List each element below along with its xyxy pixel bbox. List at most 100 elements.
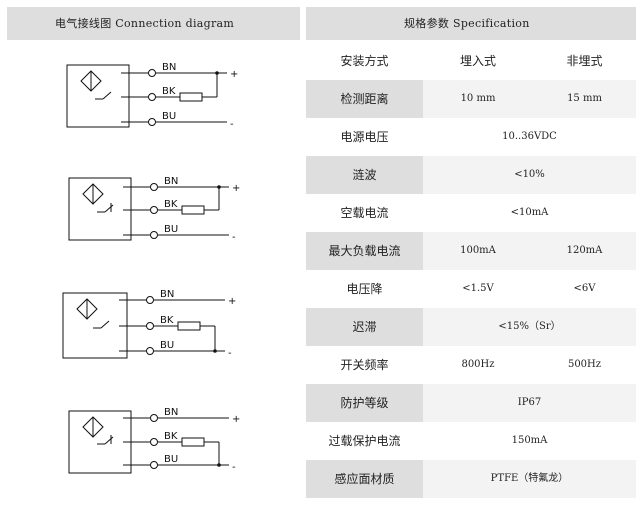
sensor-box <box>62 292 128 359</box>
spec-value: 10..36VDC <box>502 131 557 142</box>
supply-plus: + <box>232 414 240 425</box>
terminal-icon <box>150 206 158 214</box>
wire-label-bk: BK <box>160 315 174 326</box>
wire-label-bk: BK <box>162 86 176 97</box>
spec-row: 电压降 <1.5V <6V <box>306 270 636 308</box>
spec-value: 800Hz <box>461 359 495 370</box>
spec-values: 100mA 120mA <box>423 232 636 270</box>
spec-value: PTFE（特氟龙） <box>490 473 569 484</box>
spec-value: 10 mm <box>460 93 496 104</box>
spec-values: <10mA <box>423 194 636 232</box>
terminal-icon <box>150 438 158 446</box>
terminal-icon <box>150 183 158 191</box>
wire-label-bn: BN <box>164 176 178 187</box>
spec-label: 防护等级 <box>306 384 423 422</box>
wire-label-bn: BN <box>162 62 176 73</box>
switch-contact-icon <box>104 204 114 213</box>
junction-dot <box>215 71 219 75</box>
spec-values: <10% <box>423 156 636 194</box>
spec-row: 感应面材质 PTFE（特氟龙） <box>306 460 636 498</box>
junction-dot <box>217 463 221 467</box>
spec-values: 10..36VDC <box>423 118 636 156</box>
spec-label: 涟波 <box>306 156 423 194</box>
wiring-diagram-no-pnp: BN BK BU + - <box>62 289 236 359</box>
spec-value: <10% <box>514 169 545 180</box>
wire-label-bu: BU <box>164 224 178 235</box>
sensor-symbol-icon <box>80 70 102 92</box>
load-resistor-icon <box>181 437 205 447</box>
wiring-diagram-nc-npn: BN BK BU + - <box>68 176 240 243</box>
switch-contact-icon <box>102 91 112 100</box>
load-resistor-icon <box>177 321 201 331</box>
spec-value: <6V <box>573 283 596 294</box>
load-resistor-icon <box>179 92 203 102</box>
supply-plus: + <box>232 183 240 194</box>
spec-label: 过载保护电流 <box>328 434 401 448</box>
wire-label-bu: BU <box>164 454 178 465</box>
terminal-icon <box>148 69 156 77</box>
spec-value: 15 mm <box>567 93 602 104</box>
spec-value: 100mA <box>460 245 496 256</box>
spec-values: PTFE（特氟龙） <box>423 460 636 498</box>
spec-value: 非埋式 <box>566 54 603 68</box>
spec-row: 最大负载电流 100mA 120mA <box>306 232 636 270</box>
supply-minus: - <box>230 119 234 130</box>
specification-title: 规格参数 Specification <box>404 17 530 30</box>
terminal-icon <box>146 322 154 330</box>
spec-label: 检测距离 <box>306 80 423 118</box>
sensor-box <box>68 177 132 241</box>
spec-values: <15%（Sr） <box>423 308 636 346</box>
spec-label: 安装方式 <box>340 54 389 68</box>
spec-values: 800Hz 500Hz <box>423 346 636 384</box>
sensor-symbol-icon <box>76 298 98 320</box>
load-resistor-icon <box>181 205 205 215</box>
specification-table: 安装方式 埋入式 非埋式检测距离 10 mm 15 mm 电源电压 10..36VDC 涟波 <… <box>306 42 636 498</box>
wire-label-bn: BN <box>160 289 174 300</box>
wire-label-bu: BU <box>162 111 176 122</box>
terminal-icon <box>148 118 156 126</box>
spec-value: <10mA <box>510 207 549 218</box>
spec-row: 迟滞<15%（Sr） <box>306 308 636 346</box>
spec-value: 埋入式 <box>459 54 496 68</box>
supply-minus: - <box>232 232 236 243</box>
switch-contact-icon <box>104 436 114 445</box>
spec-value: 500Hz <box>567 359 602 370</box>
sensor-symbol-icon <box>82 183 104 205</box>
spec-values: 150mA <box>423 422 636 460</box>
spec-label: 空载电流 <box>340 206 389 220</box>
spec-row: 防护等级 IP67 <box>306 384 636 422</box>
junction-dot <box>217 185 221 189</box>
sensor-symbol-icon <box>82 416 104 438</box>
spec-label: 最大负载电流 <box>306 232 423 270</box>
spec-value: 120mA <box>566 245 603 256</box>
wire-label-bk: BK <box>164 199 178 210</box>
spec-label: 电源电压 <box>340 130 389 144</box>
specification-header: 规格参数 Specification <box>306 7 636 40</box>
spec-value: IP67 <box>517 397 542 408</box>
sensor-box <box>66 64 130 128</box>
switch-contact-icon <box>100 320 110 329</box>
spec-label: 电压降 <box>346 282 383 296</box>
spec-row: 安装方式 埋入式 非埋式 <box>306 42 636 80</box>
spec-row: 涟波 <10% <box>306 156 636 194</box>
supply-minus: - <box>232 462 236 473</box>
spec-label: 迟滞 <box>306 308 423 346</box>
supply-minus: - <box>228 348 232 359</box>
wire-label-bu: BU <box>160 340 174 351</box>
spec-label: 开关频率 <box>340 358 389 372</box>
spec-values: 10 mm 15 mm <box>423 80 636 118</box>
terminal-icon <box>150 231 158 239</box>
spec-value: 150mA <box>511 435 548 446</box>
wire-label-bk: BK <box>164 431 178 442</box>
terminal-icon <box>150 461 158 469</box>
spec-value: <1.5V <box>462 283 494 294</box>
junction-dot <box>213 349 217 353</box>
spec-label: 感应面材质 <box>306 460 423 498</box>
supply-plus: + <box>228 296 236 307</box>
terminal-icon <box>146 296 154 304</box>
sensor-box <box>68 410 132 474</box>
connection-diagram-header: 电气接线图 Connection diagram <box>7 7 300 40</box>
